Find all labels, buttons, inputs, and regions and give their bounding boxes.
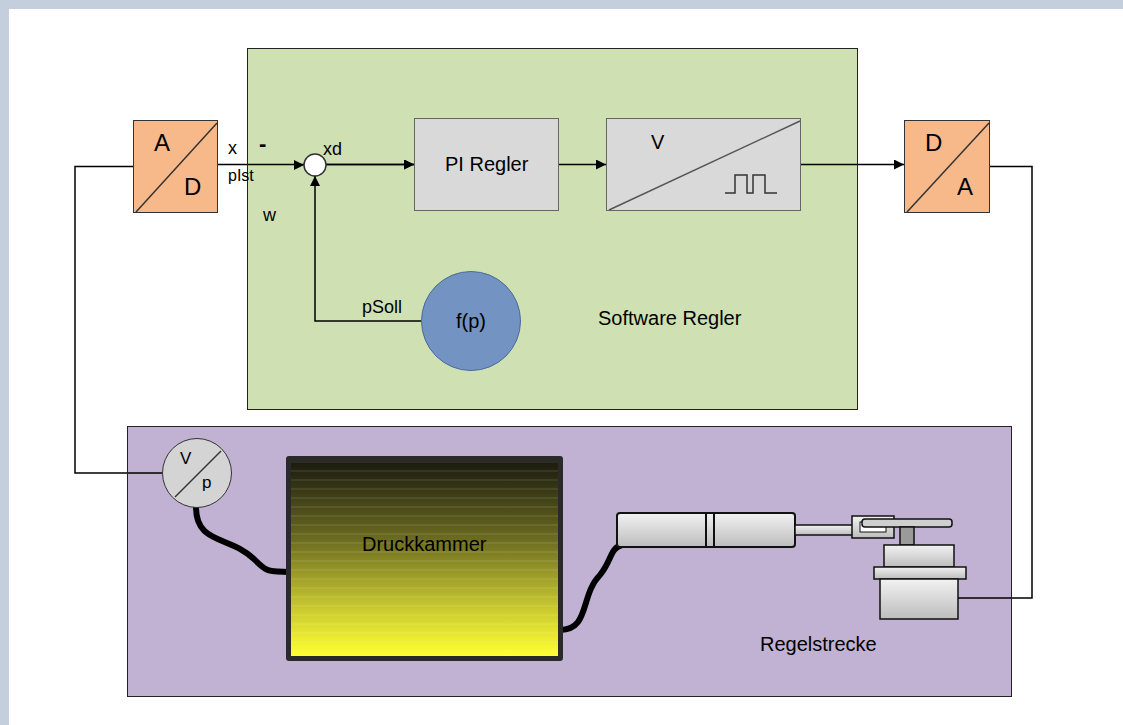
signal-line bbox=[559, 164, 606, 166]
pneumatic-cylinder bbox=[617, 513, 894, 547]
pi-controller: PI Regler bbox=[414, 118, 559, 211]
signal-label: pIst bbox=[228, 167, 254, 185]
hose bbox=[196, 507, 288, 572]
signal-label: w bbox=[263, 205, 276, 226]
node-text: D bbox=[184, 173, 201, 201]
node-text: Regelstrecke bbox=[760, 633, 877, 656]
node-text: A bbox=[154, 129, 170, 157]
node-text: A bbox=[957, 173, 973, 201]
signal-line bbox=[958, 167, 1032, 599]
signal-label: pSoll bbox=[362, 297, 402, 318]
servo-motor bbox=[862, 519, 966, 619]
setpoint-function: f(p) bbox=[421, 271, 521, 371]
software-panel: Software Regler PI Regler Vf(p) bbox=[247, 48, 858, 410]
node-text: V bbox=[180, 449, 191, 469]
node-text: f(p) bbox=[456, 310, 486, 333]
node-text: PI Regler bbox=[445, 153, 528, 176]
summing-junction bbox=[304, 154, 326, 176]
node-text: Software Regler bbox=[598, 307, 741, 330]
pwm-converter: V bbox=[606, 118, 801, 211]
signal-label: x bbox=[228, 138, 237, 159]
node-text: D bbox=[925, 129, 942, 157]
pressure-chamber: Druckkammer bbox=[286, 456, 563, 661]
signal-label: - bbox=[259, 131, 266, 157]
plant-panel: Regelstrecke VpDruckkammer bbox=[127, 426, 1012, 697]
node-text: p bbox=[202, 473, 211, 493]
ad-converter: AD bbox=[133, 120, 218, 213]
signal-label: xd bbox=[323, 139, 342, 160]
da-converter: DA bbox=[904, 120, 990, 213]
node-text: V bbox=[651, 131, 664, 154]
pressure-sensor: Vp bbox=[162, 438, 232, 508]
node-text: Druckkammer bbox=[362, 533, 486, 556]
signal-line bbox=[315, 165, 421, 322]
signal-line bbox=[801, 164, 904, 166]
hose bbox=[560, 545, 622, 630]
